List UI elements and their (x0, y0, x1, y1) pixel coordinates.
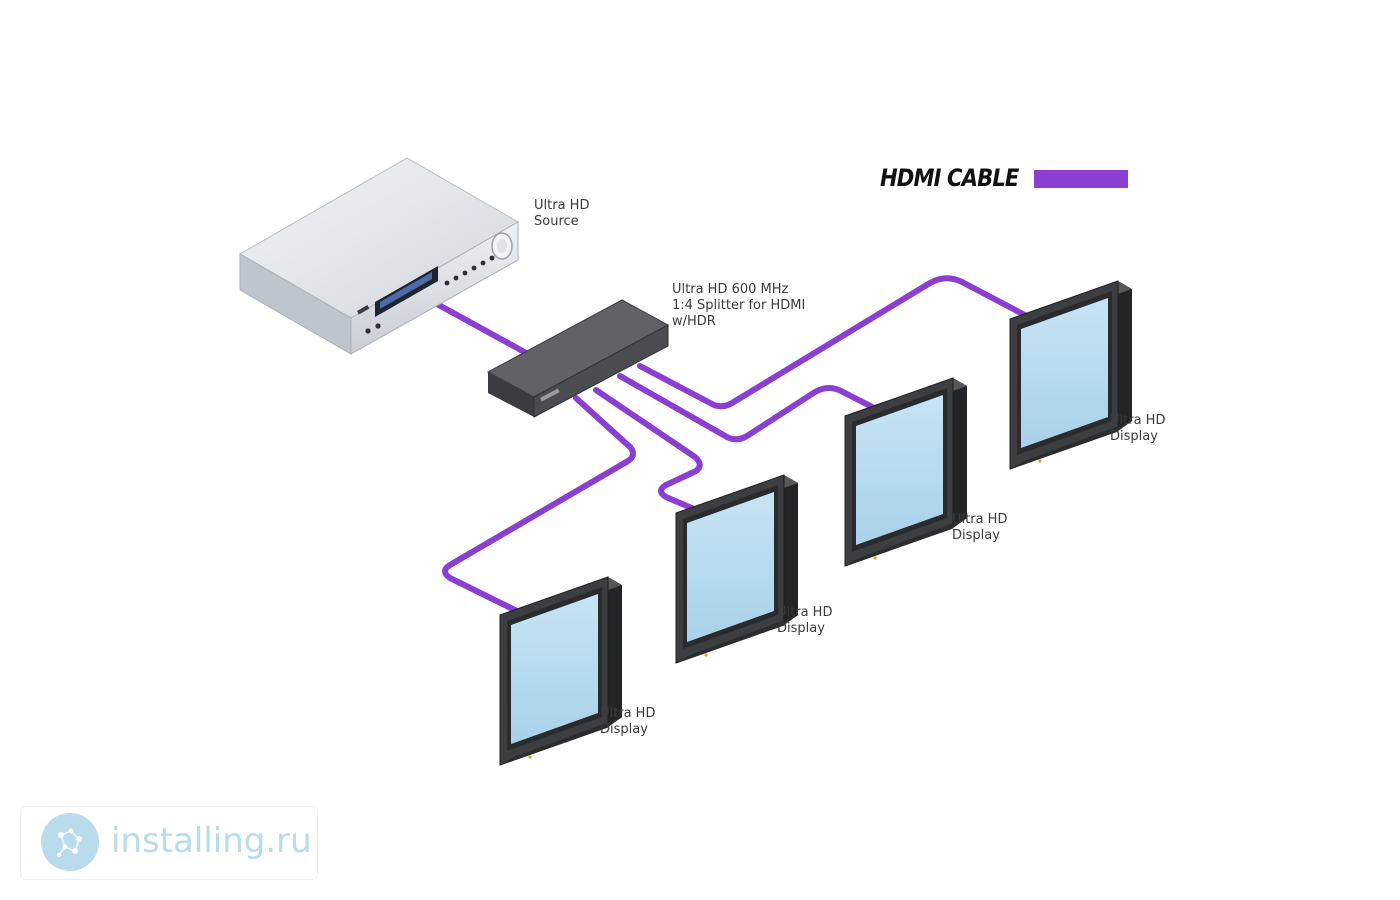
source-device (238, 157, 520, 355)
cable-to-display-1 (442, 395, 636, 618)
display-label-line-1: Ultra HD (952, 512, 1008, 527)
display-3-label: Ultra HD Display (952, 512, 1007, 544)
display-label-line-1: Ultra HD (1110, 413, 1166, 428)
display-label-line-2: Display (777, 621, 825, 636)
display-1-label: Ultra HD Display (600, 706, 655, 738)
watermark[interactable]: installing.ru (20, 806, 318, 880)
source-label: Ultra HD Source (534, 198, 589, 230)
splitter-label-line-1: Ultra HD 600 MHz (672, 282, 789, 297)
cable-to-display-4 (637, 275, 1043, 410)
splitter-label-line-3: w/HDR (672, 314, 716, 329)
display-3 (844, 377, 968, 567)
display-label-line-2: Display (1110, 429, 1158, 444)
splitter-label-line-2: 1:4 Splitter for HDMI (672, 298, 806, 313)
display-label-line-2: Display (952, 528, 1000, 543)
watermark-text: installing.ru (111, 821, 312, 861)
cable-source-to-splitter (434, 301, 531, 357)
legend-label: HDMI CABLE (880, 164, 1019, 192)
display-label-line-1: Ultra HD (600, 706, 656, 721)
installing-logo-icon (41, 813, 99, 871)
display-label-line-2: Display (600, 722, 648, 737)
splitter-label: Ultra HD 600 MHz 1:4 Splitter for HDMI w… (672, 282, 805, 330)
cable-to-display-2 (593, 387, 711, 518)
source-label-line-1: Ultra HD (534, 198, 590, 213)
source-label-line-2: Source (534, 214, 579, 229)
hdmi-cables (434, 275, 1043, 618)
display-2-label: Ultra HD Display (777, 605, 832, 637)
legend-swatch (1034, 170, 1128, 188)
cable-to-display-3 (617, 373, 885, 443)
splitter-device (486, 299, 670, 418)
display-label-line-1: Ultra HD (777, 605, 833, 620)
display-4-label: Ultra HD Display (1110, 413, 1165, 445)
